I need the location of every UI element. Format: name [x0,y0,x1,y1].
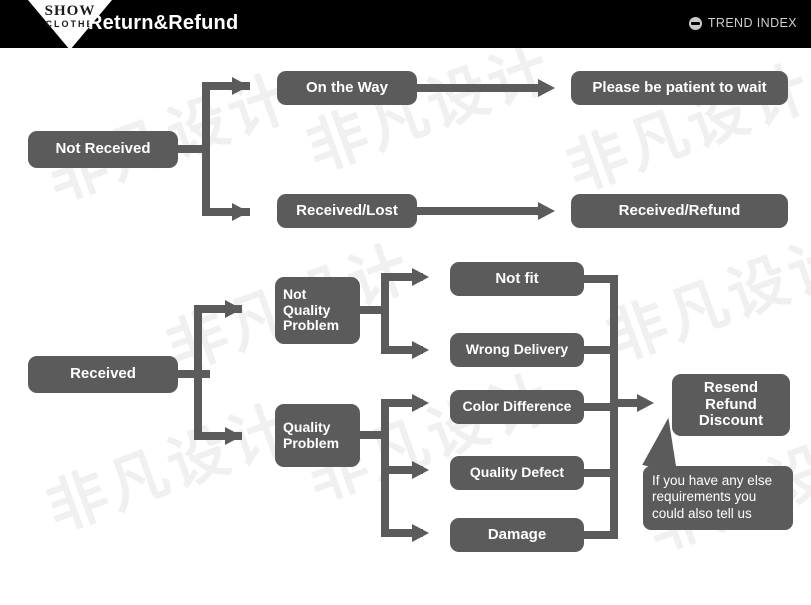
node-quality-problem[interactable]: Quality Problem [275,404,360,467]
outcome-line-3: Discount [698,412,764,430]
brand-label: TREND INDEX [707,16,797,30]
connector-to-quality [194,432,242,440]
connector-to-received-lost [202,208,250,216]
node-please-be-patient[interactable]: Please be patient to wait [571,71,788,105]
node-on-the-way[interactable]: On the Way [277,71,417,105]
logo-primary-text: SHOW [44,3,96,19]
connector-quality-defect-merge [584,469,618,477]
arrow-to-damage [412,524,429,542]
connector-trunk-to-outcome [610,399,646,407]
outcome-line-2: Refund [705,395,757,413]
connector-nqp-to-not-fit [381,273,423,281]
callout-line-3: could also tell us [652,505,752,521]
connector-qp-to-quality-defect [381,466,423,474]
arrow-to-not-quality-problem [225,300,242,318]
globe-icon [688,16,702,30]
arrow-to-color-difference [412,394,429,412]
node-line-1: Quality [283,418,331,435]
connector-not-fit-merge [584,275,618,283]
node-received-refund[interactable]: Received/Refund [571,194,788,228]
arrow-to-quality-defect [412,461,429,479]
page-header: SHOW CLOTHE Return&Refund TREND INDEX [0,0,811,50]
node-quality-defect[interactable]: Quality Defect [450,456,584,490]
node-wrong-delivery[interactable]: Wrong Delivery [450,333,584,367]
node-line-1: Not [283,285,307,302]
arrow-to-not-fit [412,268,429,286]
arrow-to-received-refund [538,202,555,220]
connector-merge-trunk [610,275,618,539]
callout-line-2: requirements you [652,489,757,505]
connector-nqp-to-wrong-delivery [381,346,423,354]
connector-nqp-stub [360,306,388,314]
callout-line-1: If you have any else [652,473,773,488]
node-not-fit[interactable]: Not fit [450,262,584,296]
connector-qp-to-color-difference [381,399,423,407]
connector-received-lost-to-refund [417,207,547,215]
node-line-2: Quality [283,301,331,318]
node-line-3: Problem [283,317,340,334]
node-damage[interactable]: Damage [450,518,584,552]
connector-qp-stub [360,431,388,439]
connector-on-the-way-to-wait [417,84,547,92]
node-line-2: Problem [283,434,340,451]
node-resend-refund-discount[interactable]: Resend Refund Discount [672,374,790,436]
trend-index-brand: TREND INDEX [688,16,797,30]
connector-to-on-the-way [202,82,250,90]
arrow-to-wrong-delivery [412,341,429,359]
connector-received-trunk [194,305,202,440]
connector-nqp-trunk [381,273,389,354]
brand-logo: SHOW CLOTHE [28,0,112,50]
outcome-line-1: Resend [703,378,759,396]
connector-qp-to-damage [381,529,423,537]
arrow-to-quality-problem [225,427,242,445]
connector-to-not-quality [194,305,242,313]
node-not-received[interactable]: Not Received [28,131,178,168]
page-title: Return&Refund [88,12,239,34]
arrow-to-outcome [637,394,654,412]
arrow-to-received-lost [232,203,249,221]
callout-additional-requirements[interactable]: If you have any else requirements you co… [643,466,793,530]
node-received-lost[interactable]: Received/Lost [277,194,417,228]
logo-text: SHOW CLOTHE [28,3,112,30]
arrow-to-please-wait [538,79,555,97]
connector-root-stub [178,145,210,153]
connector-trunk-vertical [202,82,210,216]
connector-color-difference-merge [584,403,618,411]
node-color-difference[interactable]: Color Difference [450,390,584,424]
logo-secondary-text: CLOTHE [45,19,95,29]
node-not-quality-problem[interactable]: Not Quality Problem [275,277,360,344]
connector-damage-merge [584,531,618,539]
arrow-to-on-the-way [232,77,249,95]
connector-wrong-delivery-merge [584,346,618,354]
node-received[interactable]: Received [28,356,178,393]
